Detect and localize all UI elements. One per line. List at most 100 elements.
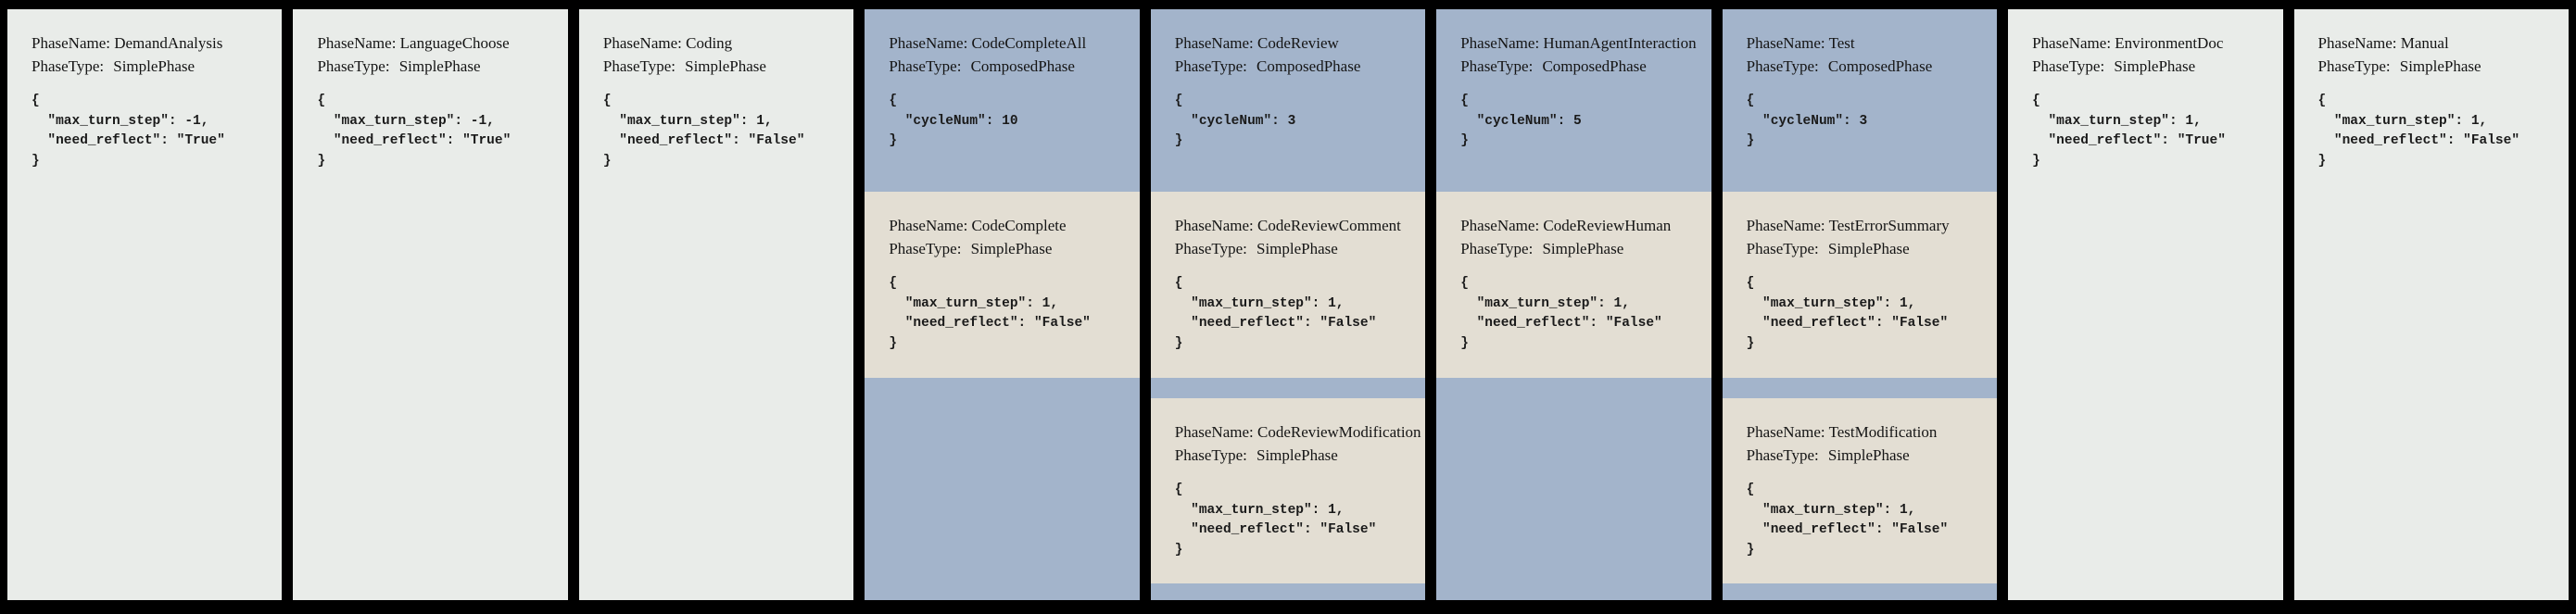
phase-type-label: PhaseType:	[2317, 57, 2391, 75]
phase-column-manual: PhaseName: Manual PhaseType: SimplePhase…	[2293, 9, 2569, 600]
phase-type-value: SimplePhase	[1827, 446, 1910, 464]
phase-type-row: PhaseType: SimplePhase	[603, 55, 839, 78]
phase-name-row: PhaseName: CodeReviewHuman	[1460, 214, 1696, 237]
phase-column-code-review: PhaseName: CodeReview PhaseType: Compose…	[1150, 9, 1426, 600]
phase-column-demand-analysis: PhaseName: DemandAnalysis PhaseType: Sim…	[7, 9, 283, 600]
phase-type-value: SimplePhase	[1256, 240, 1338, 257]
phase-name-row: PhaseName: LanguageChoose	[317, 31, 552, 55]
phase-name-label: PhaseName:	[1746, 423, 1825, 441]
composed-phase-card: PhaseName: Test PhaseType: ComposedPhase…	[1723, 9, 1997, 192]
phase-card: PhaseName: DemandAnalysis PhaseType: Sim…	[7, 9, 282, 171]
phase-name-value: LanguageChoose	[399, 34, 510, 52]
phase-type-label: PhaseType:	[317, 57, 390, 75]
phase-type-label: PhaseType:	[1460, 57, 1534, 75]
phase-card: PhaseName: LanguageChoose PhaseType: Sim…	[293, 9, 567, 171]
phase-config-code: { "max_turn_step": 1, "need_reflect": "F…	[1460, 276, 1662, 351]
phase-name-label: PhaseName:	[1746, 34, 1825, 52]
phase-name-label: PhaseName:	[1174, 423, 1254, 441]
phase-config-code: { "max_turn_step": -1, "need_reflect": "…	[317, 94, 511, 169]
composed-phase-card: PhaseName: HumanAgentInteraction PhaseTy…	[1436, 9, 1711, 192]
nested-phase-card: PhaseName: CodeComplete PhaseType: Simpl…	[865, 192, 1140, 378]
phase-name-label: PhaseName:	[317, 34, 397, 52]
phase-name-value: DemandAnalysis	[114, 34, 223, 52]
phase-type-value: ComposedPhase	[1827, 57, 1933, 75]
phase-name-row: PhaseName: Test	[1747, 31, 1982, 55]
phase-config-code: { "max_turn_step": 1, "need_reflect": "F…	[889, 276, 1091, 351]
phase-name-value: Manual	[2400, 34, 2449, 52]
phase-config-code: { "max_turn_step": 1, "need_reflect": "F…	[1174, 276, 1377, 351]
nested-phase-card: PhaseName: CodeReviewComment PhaseType: …	[1150, 192, 1426, 378]
phase-type-row: PhaseType: SimplePhase	[889, 237, 1124, 260]
phase-config-code: { "cycleNum": 3 }	[1174, 94, 1296, 148]
phase-type-value: SimplePhase	[1542, 240, 1624, 257]
phase-type-value: SimplePhase	[2399, 57, 2481, 75]
phase-name-value: Coding	[686, 34, 733, 52]
phase-name-row: PhaseName: EnvironmentDoc	[2032, 31, 2267, 55]
phase-name-row: PhaseName: Coding	[603, 31, 839, 55]
phase-config-code: { "max_turn_step": 1, "need_reflect": "F…	[1746, 276, 1949, 351]
phase-name-label: PhaseName:	[889, 34, 968, 52]
phase-name-label: PhaseName:	[2317, 34, 2397, 52]
phase-type-row: PhaseType: ComposedPhase	[1460, 55, 1696, 78]
phase-config-code: { "cycleNum": 3 }	[1746, 94, 1868, 148]
phase-type-label: PhaseType:	[2032, 57, 2105, 75]
composed-phase-card: PhaseName: CodeReview PhaseType: Compose…	[1151, 9, 1425, 192]
phase-type-label: PhaseType:	[1174, 446, 1247, 464]
phase-name-label: PhaseName:	[602, 34, 682, 52]
nested-phase-card: PhaseName: TestModification PhaseType: S…	[1722, 398, 1998, 583]
phase-type-row: PhaseType: SimplePhase	[317, 55, 552, 78]
phase-name-value: TestModification	[1828, 423, 1938, 441]
phase-type-value: SimplePhase	[1256, 446, 1338, 464]
phase-type-label: PhaseType:	[1746, 240, 1819, 257]
nested-phase-card: PhaseName: TestErrorSummary PhaseType: S…	[1722, 192, 1998, 378]
phase-column-human-agent-interaction: PhaseName: HumanAgentInteraction PhaseTy…	[1436, 9, 1711, 600]
phase-type-label: PhaseType:	[1174, 240, 1247, 257]
phase-config-code: { "max_turn_step": 1, "need_reflect": "F…	[2317, 94, 2520, 169]
phase-type-value: SimplePhase	[2114, 57, 2196, 75]
phase-card: PhaseName: Coding PhaseType: SimplePhase…	[579, 9, 853, 171]
composed-phase-divider	[1151, 378, 1425, 398]
phase-type-row: PhaseType: SimplePhase	[1460, 237, 1696, 260]
phase-type-label: PhaseType:	[889, 240, 962, 257]
phase-name-row: PhaseName: TestModification	[1747, 420, 1982, 444]
phase-name-value: CodeReviewHuman	[1543, 217, 1672, 234]
phase-type-row: PhaseType: ComposedPhase	[1747, 55, 1982, 78]
phase-type-label: PhaseType:	[889, 57, 962, 75]
phase-name-label: PhaseName:	[1174, 34, 1254, 52]
phase-type-row: PhaseType: ComposedPhase	[889, 55, 1124, 78]
phase-type-row: PhaseType: SimplePhase	[2032, 55, 2267, 78]
phase-name-value: CodeReviewModification	[1256, 423, 1421, 441]
phase-type-label: PhaseType:	[1746, 446, 1819, 464]
phase-name-row: PhaseName: CodeReviewModification	[1174, 420, 1421, 444]
phase-config-code: { "cycleNum": 10 }	[889, 94, 1018, 148]
phase-name-row: PhaseName: CodeReview	[1175, 31, 1410, 55]
phase-name-value: CodeCompleteAll	[971, 34, 1087, 52]
phase-type-label: PhaseType:	[1460, 240, 1534, 257]
phase-type-value: SimplePhase	[113, 57, 196, 75]
phase-type-value: ComposedPhase	[1542, 57, 1647, 75]
phase-type-row: PhaseType: ComposedPhase	[1175, 55, 1410, 78]
phase-column-language-choose: PhaseName: LanguageChoose PhaseType: Sim…	[293, 9, 568, 600]
phase-name-label: PhaseName:	[889, 217, 968, 234]
phase-type-label: PhaseType:	[602, 57, 676, 75]
phase-type-row: PhaseType: SimplePhase	[1175, 237, 1410, 260]
phase-name-value: EnvironmentDoc	[2115, 34, 2224, 52]
phase-type-value: SimplePhase	[970, 240, 1053, 257]
composed-phase-divider	[1723, 378, 1997, 398]
phase-name-row: PhaseName: CodeCompleteAll	[889, 31, 1124, 55]
composed-phase-card: PhaseName: CodeCompleteAll PhaseType: Co…	[865, 9, 1139, 192]
phase-column-test: PhaseName: Test PhaseType: ComposedPhase…	[1722, 9, 1998, 600]
phase-type-value: SimplePhase	[398, 57, 481, 75]
phase-name-value: CodeComplete	[971, 217, 1067, 234]
phase-name-label: PhaseName:	[32, 34, 110, 52]
phase-name-value: CodeReview	[1256, 34, 1339, 52]
phase-name-value: Test	[1828, 34, 1855, 52]
phase-card: PhaseName: EnvironmentDoc PhaseType: Sim…	[2008, 9, 2282, 171]
phase-type-row: PhaseType: SimplePhase	[1175, 444, 1410, 467]
phase-name-label: PhaseName:	[1174, 217, 1254, 234]
phase-type-row: PhaseType: SimplePhase	[32, 55, 267, 78]
phase-name-row: PhaseName: TestErrorSummary	[1747, 214, 1982, 237]
phase-config-code: { "max_turn_step": 1, "need_reflect": "F…	[1746, 482, 1949, 558]
phase-name-value: HumanAgentInteraction	[1543, 34, 1697, 52]
